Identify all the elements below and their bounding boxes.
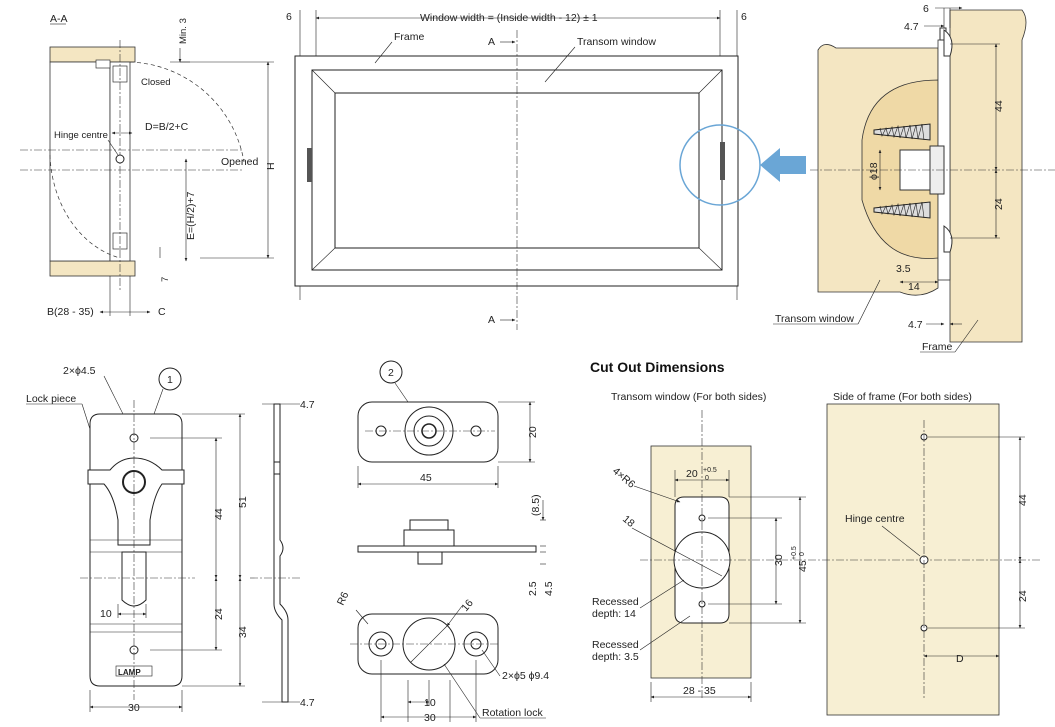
dim-24: 24 [993,198,1005,210]
cutout-recessed35-a: Recessed [592,639,639,651]
frame-label: Frame [394,31,424,43]
cutout-d: D [956,653,964,665]
transom-label: Transom window [577,36,656,48]
part1-plate [89,413,183,687]
part1-dim-34: 34 [237,626,249,638]
cutout-dim-44: 44 [1017,494,1029,506]
part2-dim-20: 20 [527,426,539,438]
frame-cutout-panel [826,403,1000,716]
label-c: C [158,306,166,318]
six-right: 6 [741,11,747,23]
label-seven: 7 [160,277,171,282]
part1-dim-24: 24 [213,608,225,620]
dim-35: 3.5 [896,263,911,275]
dim-47-bottom: 4.7 [908,319,923,331]
cutout-dim-45: 45 [797,560,809,572]
part1-number: 1 [167,374,173,386]
frame-top-block [49,46,136,63]
label-min3: Min. 3 [178,18,189,44]
screw-icon [873,201,931,219]
part2-number: 2 [388,367,394,379]
part1-side-47-top: 4.7 [300,399,315,411]
cutout-dim-20-tol-top: +0.5 [703,467,717,474]
part2-rotation-lock: Rotation lock [482,707,543,719]
part1-brand-logo: LAMP [118,668,141,677]
section-a-top: A [488,36,495,48]
cutout-recessed35-b: depth: 3.5 [592,651,639,663]
detail-view: 6 4.7 44 24 ϕ18 3.5 14 Transom window 4.… [773,3,1055,353]
section-title: A-A [50,13,68,25]
cutout-recessed14-b: depth: 14 [592,608,636,620]
part2-dim-30: 30 [424,712,436,724]
part2-dim-25: 2.5 [527,581,539,596]
part1-side-profile [273,403,289,703]
dim-47-top: 4.7 [904,21,919,33]
cutout-hinge-centre: Hinge centre [845,513,905,525]
part2-dim-10: 10 [424,697,436,709]
part1-lock-piece: Lock piece [26,393,76,405]
part1-dim-44: 44 [213,508,225,520]
part2-holes: 2×ϕ5 ϕ9.4 [502,670,549,682]
detail-frame-label: Frame [922,341,952,353]
detail-transom-label: Transom window [775,313,854,325]
part1-view: 1 2×ϕ4.5 Lock piece LAMP 44 51 24 34 [26,365,315,714]
cutout-section: Cut Out Dimensions Transom window (For b… [590,359,1040,716]
label-b: B(28 - 35) [47,306,94,318]
part2-r6: R6 [335,590,352,607]
cutout-dim-20: 20 [686,468,698,480]
window-width-label: Window width = (Inside width - 12) ± 1 [420,12,598,24]
frame-bottom-block [49,260,136,277]
dim-six: 6 [923,3,929,15]
part1-dim-30: 30 [128,702,140,714]
label-h: H [265,162,277,170]
section-a-bottom: A [488,314,495,326]
part1-holes: 2×ϕ4.5 [63,365,96,377]
part2-dim-85: (8.5) [530,494,542,516]
cutout-heading: Cut Out Dimensions [590,359,725,375]
cutout-transom-caption: Transom window (For both sides) [611,391,766,403]
cutout-dim-20-tol-bot: 0 [705,475,709,482]
part1-dim-10: 10 [100,608,112,620]
cutout-dim-45-tol-top: +0.5 [791,546,798,560]
dim-phi18: ϕ18 [868,162,880,180]
cutout-4r6: 4×R6 [610,465,637,491]
cutout-recessed14-a: Recessed [592,596,639,608]
part2-view: 2 20 45 (8.5) 2.5 4.5 [335,360,555,724]
dim-44: 44 [993,100,1005,112]
label-opened: Opened [221,156,259,168]
part2-dim-45: 45 [420,472,432,484]
screw-icon [873,123,931,141]
section-view: A-A Min. 3 Closed Hinge centre D=B/2+C O… [20,13,277,318]
part1-side-47-bottom: 4.7 [300,697,315,709]
part2-dim-45b: 4.5 [543,581,555,596]
six-left: 6 [286,11,292,23]
label-hinge-centre: Hinge centre [54,130,108,141]
detail-arrow-icon [760,148,806,182]
label-closed: Closed [141,77,171,88]
part1-dim-51: 51 [237,496,249,508]
dim-14: 14 [908,281,920,293]
cutout-dim-2835: 28 - 35 [683,685,716,697]
cutout-dim-45-tol-bot: 0 [799,552,806,556]
label-e: E=(H/2)+7 [185,191,197,240]
cutout-18: 18 [620,513,637,530]
cutout-dim-24: 24 [1017,590,1029,602]
front-view: Window width = (Inside width - 12) ± 1 6… [286,10,806,330]
cutout-dim-30: 30 [773,554,785,566]
part2-dim-16: 16 [459,597,476,614]
cutout-frame-caption: Side of frame (For both sides) [833,391,972,403]
label-d: D=B/2+C [145,121,189,133]
